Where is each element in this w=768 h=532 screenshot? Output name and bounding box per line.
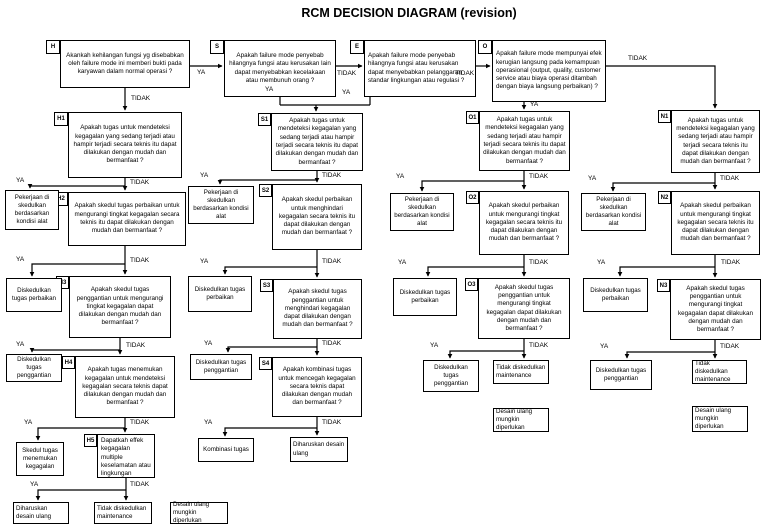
branch-label-ya: YA bbox=[24, 419, 33, 426]
branch-label-ya: YA bbox=[16, 341, 25, 348]
result-box-n-redesign-maybe: Desain ulang mungkin diperlukan bbox=[692, 406, 748, 432]
decision-box-o: Apakah failure mode mempunyai efek kerug… bbox=[492, 40, 606, 102]
branch-label-ya: YA bbox=[396, 173, 405, 180]
branch-label-tidak: TIDAK bbox=[126, 342, 146, 349]
decision-box-h3: Apakah skedul tugas penggantian untuk me… bbox=[69, 276, 171, 338]
result-box-s-scheduled-on-condition: Pekerjaan di skedulkan berdasarkan kondi… bbox=[188, 186, 254, 224]
result-box-h-redesign-maybe: Desain ulang mungkin diperlukan bbox=[170, 501, 228, 524]
branch-label-tidak: TIDAK bbox=[529, 173, 549, 180]
branch-label-tidak: TIDAK bbox=[720, 343, 740, 350]
result-box-h-redesign-required: Diharuskan desain ulang bbox=[13, 502, 69, 524]
decision-box-s1: Apakah tugas untuk mendeteksi kegagalan … bbox=[271, 113, 363, 171]
node-tag-o3: O3 bbox=[465, 278, 478, 291]
branch-label-ya: YA bbox=[265, 86, 274, 93]
decision-box-h1: Apakah tugas untuk mendeteksi kegagalan … bbox=[68, 112, 182, 178]
branch-label-tidak: TIDAK bbox=[130, 179, 150, 186]
branch-label-tidak: TIDAK bbox=[130, 481, 150, 488]
result-box-h-scheduled-on-condition: Pekerjaan di skedulkan berdasarkan kondi… bbox=[5, 190, 59, 230]
branch-label-ya: YA bbox=[30, 481, 39, 488]
decision-box-s2: Apakah skedul perbaikan untuk menghindar… bbox=[272, 184, 362, 250]
branch-label-tidak: TIDAK bbox=[322, 419, 342, 426]
branch-label-tidak: TIDAK bbox=[721, 259, 741, 266]
branch-label-ya: YA bbox=[197, 69, 206, 76]
branch-label-ya: YA bbox=[588, 175, 597, 182]
result-box-s-redesign-required: Diharuskan desain ulang bbox=[290, 437, 348, 462]
decision-box-s4: Apakah kombinasi tugas untuk mencegah ke… bbox=[272, 357, 362, 417]
node-tag-s2: S2 bbox=[259, 184, 272, 197]
node-tag-o1: O1 bbox=[466, 111, 479, 124]
branch-label-tidak: TIDAK bbox=[322, 340, 342, 347]
branch-label-ya: YA bbox=[398, 259, 407, 266]
decision-box-h5: Dapatkah effek kegagalan multiple kesela… bbox=[97, 434, 155, 478]
result-box-s-task-combination: Kombinasi tugas bbox=[198, 438, 254, 462]
result-box-h-no-scheduled-maintenance: Tidak diskedulkan maintenance bbox=[94, 502, 152, 524]
branch-label-ya: YA bbox=[16, 177, 25, 184]
decision-box-o3: Apakah skedul tugas penggantian untuk me… bbox=[478, 278, 570, 339]
node-tag-s: S bbox=[210, 40, 224, 54]
branch-label-ya: YA bbox=[204, 419, 213, 426]
branch-label-ya: YA bbox=[200, 172, 209, 179]
node-tag-n3: N3 bbox=[657, 279, 670, 292]
branch-label-tidak: TIDAK bbox=[529, 342, 549, 349]
branch-label-ya: YA bbox=[597, 259, 606, 266]
result-box-s-scheduled-discard: Diskedulkan tugas penggantian bbox=[190, 354, 252, 380]
result-box-o-scheduled-on-condition: Pekerjaan di skedulkan berdasarkan kondi… bbox=[390, 193, 454, 231]
node-tag-n2: N2 bbox=[658, 191, 671, 204]
branch-label-ya: YA bbox=[16, 256, 25, 263]
branch-label-tidak: TIDAK bbox=[130, 257, 150, 264]
result-box-s-scheduled-restoration: Diskedulkan tugas perbaikan bbox=[188, 276, 252, 312]
node-tag-h5: H5 bbox=[84, 434, 97, 447]
branch-label-ya: YA bbox=[342, 89, 351, 96]
branch-label-ya: YA bbox=[200, 258, 209, 265]
decision-box-e: Apakah failure mode penyebab hilangnya f… bbox=[364, 40, 476, 97]
diagram-title: RCM DECISION DIAGRAM (revision) bbox=[301, 6, 517, 20]
result-box-n-no-scheduled-maintenance: Tidak diskedulkan maintenance bbox=[692, 360, 747, 384]
result-box-o-no-scheduled-maintenance: Tidak diskedulkan maintenance bbox=[493, 360, 549, 384]
decision-box-n2: Apakah skedul perbaikan untuk mengurangi… bbox=[671, 191, 760, 255]
branch-label-tidak: TIDAK bbox=[337, 70, 357, 77]
node-tag-h: H bbox=[46, 40, 60, 54]
decision-box-s: Apakah failure mode penyebab hilangnya f… bbox=[224, 40, 336, 97]
branch-label-ya: YA bbox=[530, 101, 539, 108]
result-box-h-failure-finding: Skedul tugas menemukan kegagalan bbox=[16, 442, 64, 476]
node-tag-s3: S3 bbox=[260, 279, 273, 292]
branch-label-tidak: TIDAK bbox=[322, 172, 342, 179]
decision-box-o2: Apakah skedul perbaikan untuk mengurangi… bbox=[479, 191, 569, 255]
node-tag-s4: S4 bbox=[259, 357, 272, 370]
branch-label-tidak: TIDAK bbox=[628, 55, 648, 62]
result-box-o-redesign-maybe: Desain ulang mungkin diperlukan bbox=[493, 408, 549, 432]
decision-box-h2: Apakah skedul tugas perbaikan untuk meng… bbox=[68, 192, 186, 246]
result-box-h-scheduled-restoration: Diskedulkan tugas perbaikan bbox=[6, 278, 62, 312]
result-box-n-scheduled-on-condition: Pekerjaan di skedulkan berdasarkan kondi… bbox=[581, 193, 646, 231]
branch-label-ya: YA bbox=[600, 343, 609, 350]
decision-box-o1: Apakah tugas untuk mendeteksi kegagalan … bbox=[479, 111, 570, 171]
branch-label-tidak: TIDAK bbox=[322, 258, 342, 265]
branch-label-tidak: TIDAK bbox=[455, 70, 475, 77]
branch-label-tidak: TIDAK bbox=[529, 259, 549, 266]
decision-box-h4: Apakah tugas menemukan kegagalan untuk m… bbox=[75, 356, 175, 418]
decision-box-n3: Apakah skedul tugas penggantian untuk me… bbox=[670, 279, 761, 340]
node-tag-n1: N1 bbox=[658, 110, 671, 123]
decision-box-n1: Apakah tugas untuk mendeteksi kegagalan … bbox=[671, 110, 760, 173]
branch-label-tidak: TIDAK bbox=[131, 95, 151, 102]
branch-label-ya: YA bbox=[204, 340, 213, 347]
decision-box-h: Akankah kehilangan fungsi yg disebabkan … bbox=[60, 40, 190, 88]
result-box-n-scheduled-discard: Diskedulkan tugas penggantian bbox=[590, 360, 652, 390]
node-tag-o: O bbox=[478, 40, 492, 54]
node-tag-h4: H4 bbox=[62, 356, 75, 369]
result-box-o-scheduled-restoration: Diskedulkan tugas perbaikan bbox=[393, 278, 457, 316]
result-box-n-scheduled-restoration: Diskedulkan tugas perbaikan bbox=[583, 278, 648, 312]
decision-box-s3: Apakah skedul tugas penggantian untuk me… bbox=[273, 279, 362, 339]
result-box-o-scheduled-discard: Diskedulkan tugas penggantian bbox=[423, 360, 479, 392]
branch-label-ya: YA bbox=[430, 342, 439, 349]
node-tag-s1: S1 bbox=[258, 113, 271, 126]
branch-label-tidak: TIDAK bbox=[130, 419, 150, 426]
branch-label-tidak: TIDAK bbox=[720, 175, 740, 182]
result-box-h-scheduled-discard: Diskedulkan tugas penggantian bbox=[6, 354, 62, 382]
node-tag-o2: O2 bbox=[466, 191, 479, 204]
node-tag-h1: H1 bbox=[54, 112, 68, 126]
node-tag-e: E bbox=[350, 40, 364, 54]
